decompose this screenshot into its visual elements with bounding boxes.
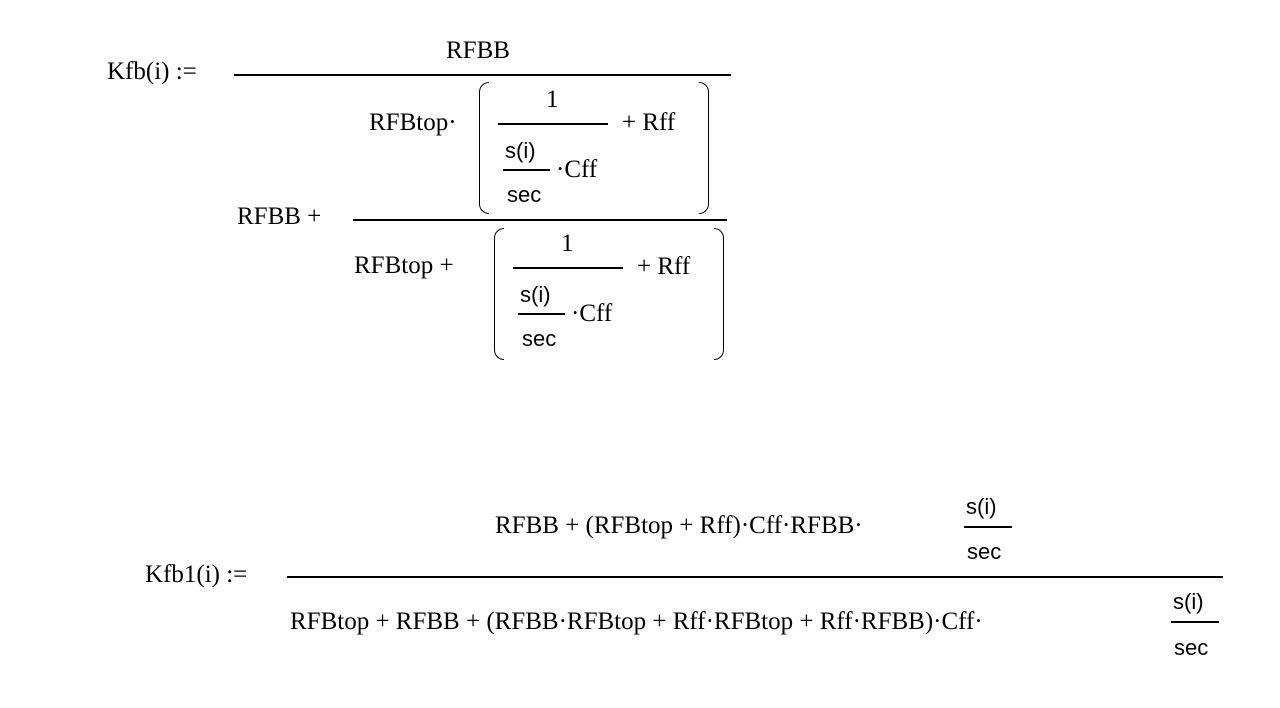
left-paren <box>494 228 504 360</box>
plus-rff: + Rff <box>622 109 676 136</box>
fraction-bar <box>503 169 550 171</box>
fraction-bar <box>513 267 623 269</box>
sec: sec <box>1174 635 1209 660</box>
kfb1-numerator: RFBB + (RFBtop + Rff)·Cff·RFBB· <box>495 512 863 539</box>
one: 1 <box>561 230 574 257</box>
s-i: s(i) <box>1173 589 1204 614</box>
s-i: s(i) <box>505 138 536 163</box>
s-i: s(i) <box>966 494 997 519</box>
kfb1-main-fraction-bar <box>287 576 1223 578</box>
fraction-bar <box>498 123 608 125</box>
kfb1-denominator: RFBtop + RFBB + (RFBB·RFBtop + Rff·RFBto… <box>290 608 983 635</box>
plus-rff: + Rff <box>637 253 691 280</box>
kfb-numerator: RFBB <box>446 37 510 64</box>
cff: ·Cff <box>571 300 613 327</box>
s-i: s(i) <box>520 282 551 307</box>
kfb-inner-den-prefix: RFBtop + <box>354 252 454 279</box>
fraction-bar <box>964 526 1012 528</box>
sec: sec <box>967 539 1002 564</box>
fraction-bar <box>1171 621 1219 623</box>
sec: sec <box>522 326 557 351</box>
kfb-den-prefix: RFBB + <box>237 203 322 230</box>
cff: ·Cff <box>556 156 598 183</box>
right-paren <box>714 228 724 360</box>
sec: sec <box>507 182 542 207</box>
fraction-bar <box>518 313 565 315</box>
left-paren <box>479 82 489 214</box>
kfb-inner-fraction-bar <box>353 219 727 221</box>
kfb-inner-num-prefix: RFBtop· <box>369 109 457 136</box>
kfb-main-fraction-bar <box>234 74 731 76</box>
right-paren <box>699 82 709 214</box>
one: 1 <box>546 86 559 113</box>
kfb-lhs: Kfb(i) := <box>107 58 197 85</box>
kfb1-lhs: Kfb1(i) := <box>145 561 248 588</box>
